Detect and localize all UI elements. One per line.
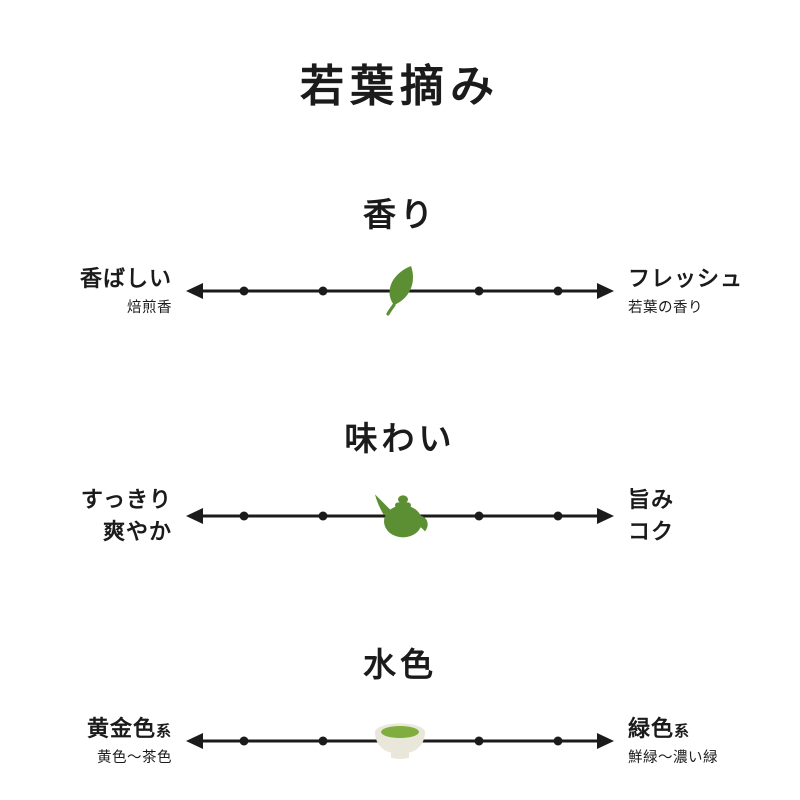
aroma-left-label-text: 香ばしい [79,265,172,291]
aroma-left-label: 香ばしい 焙煎香 [20,265,172,317]
liquor-scale-track [186,712,614,770]
liquor-left-label-suffix: 系 [155,723,172,741]
liquor-right-sublabel: 鮮緑〜濃い緑 [628,749,718,766]
taste-scale-track [186,487,614,545]
scale-row-liquor-color: 黄金色系 黄色〜茶色 緑色系 鮮緑〜濃い緑 [0,712,800,770]
scale-dot [239,736,249,746]
taste-left-label: すっきり 爽やか [20,486,172,546]
scale-dot [318,286,328,296]
liquor-left-label-main: 黄金色系 [20,715,172,744]
right-arrowhead-icon [597,283,614,300]
aroma-right-label-text: フレッシュ [628,265,744,291]
taste-right-label-text: 旨み [628,487,675,513]
right-arrowhead-icon [597,733,614,750]
liquor-right-label-text: 緑色 [628,716,675,742]
page-title: 若葉摘み [300,61,500,112]
scale-section-taste: 味わい すっきり 爽やか 旨み [0,412,800,546]
scale-dot [318,511,328,521]
taste-right-label-main: 旨み [628,486,780,515]
scale-section-liquor-color: 水色 黄金色系 黄色〜茶色 緑色系 鮮緑〜濃い緑 [0,638,800,770]
aroma-scale-track [186,262,614,320]
right-arrowhead-icon [597,508,614,525]
aroma-left-sublabel: 焙煎香 [127,299,172,316]
taste-right-label: 旨み コク [628,486,780,546]
taste-left-label-main: すっきり [20,486,172,515]
scale-dot [474,511,484,521]
aroma-left-label-main: 香ばしい [20,265,172,294]
liquor-right-label-main: 緑色系 [628,715,780,744]
liquor-right-label-suffix: 系 [674,723,691,741]
scale-row-taste: すっきり 爽やか 旨み コク [0,486,800,546]
scale-dot [474,286,484,296]
scale-dot [318,736,328,746]
leaf-icon [380,264,420,316]
liquor-left-sublabel: 黄色〜茶色 [97,749,172,766]
scale-title-aroma: 香り [363,195,437,235]
taste-left-label-text: すっきり [80,487,172,513]
aroma-right-label-main: フレッシュ [628,265,780,294]
liquor-right-label: 緑色系 鮮緑〜濃い緑 [628,715,780,767]
liquor-left-label-text: 黄金色 [86,716,156,742]
scale-dot [553,511,563,521]
scale-section-aroma: 香り 香ばしい 焙煎香 フレッシュ 若葉の香り [0,188,800,320]
scale-dot [239,511,249,521]
scale-row-aroma: 香ばしい 焙煎香 フレッシュ 若葉の香り [0,262,800,320]
aroma-right-label: フレッシュ 若葉の香り [628,265,780,317]
scale-dot [239,286,249,296]
liquor-left-label: 黄金色系 黄色〜茶色 [20,715,172,767]
taste-right-sublabel: コク [628,518,675,544]
scale-title-taste: 味わい [344,419,456,459]
scale-dot [553,286,563,296]
scale-dot [553,736,563,746]
taste-left-sublabel: 爽やか [102,518,172,544]
scale-dot [474,736,484,746]
aroma-right-sublabel: 若葉の香り [628,299,703,316]
scale-title-liquor-color: 水色 [363,645,437,685]
teacup-icon [370,719,430,763]
teapot-icon [369,488,431,540]
